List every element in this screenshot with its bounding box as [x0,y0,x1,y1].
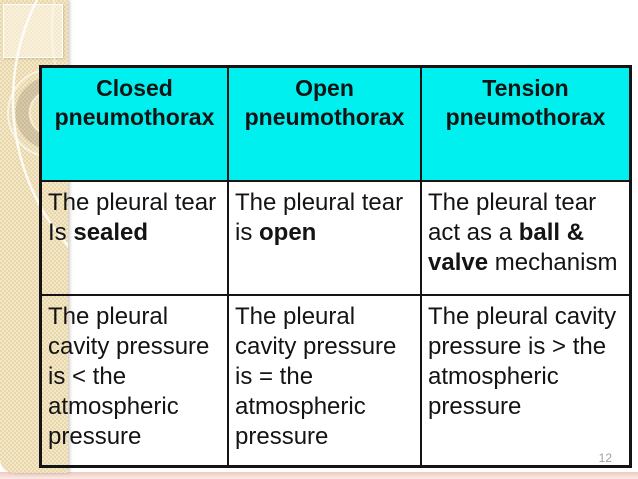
page-number: 12 [598,451,612,465]
faint-arc-decoration [51,0,68,109]
cell-closed-pressure: The pleural cavity pressure is < the atm… [42,296,229,465]
header-closed-pneumothorax: Closed pneumothorax [42,68,229,182]
cell-tension-tear: The pleural tear act as a ball & valve m… [422,182,629,296]
strip-top-panel [3,4,63,58]
bottom-edge-bar [0,472,638,479]
comparison-table: Closed pneumothorax Open pneumothorax Te… [39,65,632,468]
large-arc-decoration [11,0,68,248]
cell-tension-pressure: The pleural cavity pressure is > the atm… [428,303,617,420]
cell-open-pressure: The pleural cavity pressure is = the atm… [229,296,422,465]
header-tension-pneumothorax: Tension pneumothorax [422,68,629,182]
header-open-pneumothorax: Open pneumothorax [229,68,422,182]
cell-open-tear: The pleural tear is open [229,182,422,296]
cell-closed-tear: The pleural tear Is sealed [42,182,229,296]
